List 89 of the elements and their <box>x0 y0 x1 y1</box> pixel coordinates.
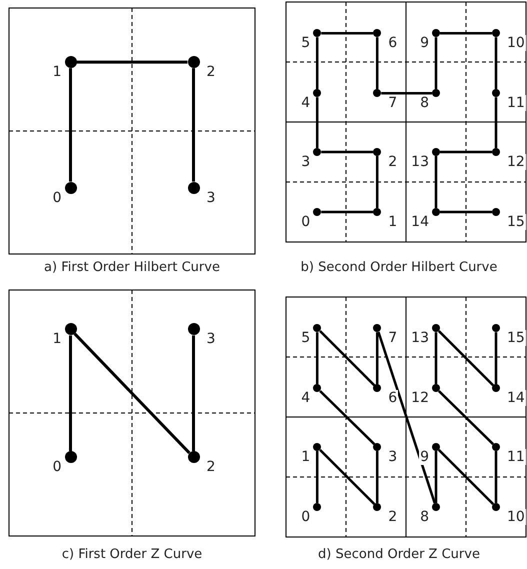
point-dot <box>373 148 382 156</box>
point-dot <box>492 324 500 332</box>
point-number: 9 <box>419 449 430 465</box>
point-dot <box>188 182 200 194</box>
point-number: 11 <box>506 449 526 465</box>
curve-segment <box>381 92 432 94</box>
curve-segment <box>377 332 436 504</box>
curve-segment <box>76 60 188 64</box>
curve-segment <box>376 332 378 384</box>
curve-segment <box>316 97 318 148</box>
curve-segment <box>434 332 438 384</box>
point-number: 11 <box>506 95 526 112</box>
point-number: 14 <box>506 390 526 406</box>
point-dot <box>492 29 500 38</box>
curve-segment <box>438 330 494 386</box>
point-dot <box>373 208 382 216</box>
curve-segment <box>69 335 72 452</box>
point-dot <box>313 503 322 511</box>
curve-segment <box>434 156 438 208</box>
panel-caption: a) First Order Hilbert Curve <box>43 259 221 277</box>
curve-segment <box>69 68 72 182</box>
panel-caption: d) Second Order Z Curve <box>317 546 481 564</box>
point-dot <box>492 443 500 451</box>
point-dot <box>432 443 440 451</box>
point-dot <box>64 323 76 336</box>
point-dot <box>313 148 322 156</box>
curve-segment <box>376 37 378 90</box>
point-dot <box>432 89 440 98</box>
curve-segment <box>319 390 376 446</box>
curve-segment <box>434 451 438 503</box>
point-dot <box>188 56 200 68</box>
curve-segment <box>321 150 374 154</box>
point-dot <box>188 451 200 464</box>
curve-segment <box>494 37 498 90</box>
point-dot <box>373 29 382 38</box>
curve-segment <box>319 330 376 386</box>
curve-segment <box>192 335 195 452</box>
curve-segment <box>494 332 498 384</box>
panel-caption: c) First Order Z Curve <box>60 546 204 564</box>
point-dot <box>373 503 382 511</box>
point-dot <box>188 323 200 336</box>
curve-segment <box>494 451 498 503</box>
point-dot <box>313 443 322 451</box>
point-dot <box>492 208 500 216</box>
curve-segment <box>74 332 190 454</box>
curve-segment <box>316 451 318 503</box>
point-number: 10 <box>506 509 526 525</box>
point-dot <box>64 182 76 194</box>
point-number: 10 <box>506 35 526 52</box>
point-dot <box>432 208 440 216</box>
curve-segment <box>192 68 195 182</box>
curve-segment <box>321 32 374 34</box>
point-dot <box>313 208 322 216</box>
point-dot <box>373 89 382 98</box>
curve-segment <box>440 32 492 34</box>
point-dot <box>492 384 500 392</box>
curve-segment <box>321 210 374 214</box>
point-number: 15 <box>506 330 526 346</box>
point-number: 15 <box>506 214 526 230</box>
point-number: 12 <box>506 154 526 170</box>
panel-caption: b) Second Order Hilbert Curve <box>300 259 498 277</box>
curve-segment <box>440 210 492 214</box>
point-dot <box>313 384 322 392</box>
point-dot <box>313 89 322 98</box>
curve-segment <box>440 150 492 154</box>
curve-segment <box>319 448 376 506</box>
point-dot <box>313 324 322 332</box>
point-dot <box>492 503 500 511</box>
curve-segment <box>434 37 438 90</box>
point-dot <box>373 324 382 332</box>
point-dot <box>432 503 440 511</box>
curve-segment <box>438 448 494 506</box>
curve-segment <box>316 332 318 384</box>
curve-segment <box>316 37 318 90</box>
point-dot <box>432 29 440 38</box>
point-dot <box>432 384 440 392</box>
point-dot <box>313 29 322 38</box>
point-dot <box>373 384 382 392</box>
point-dot <box>492 148 500 156</box>
curve-segment <box>494 97 498 148</box>
point-dot <box>492 89 500 98</box>
point-dot <box>432 324 440 332</box>
point-dot <box>64 451 76 464</box>
point-dot <box>373 443 382 451</box>
point-dot <box>64 56 76 68</box>
curve-segment <box>376 451 378 503</box>
curve-segment <box>438 390 494 446</box>
curve-segment <box>376 156 378 208</box>
point-dot <box>432 148 440 156</box>
